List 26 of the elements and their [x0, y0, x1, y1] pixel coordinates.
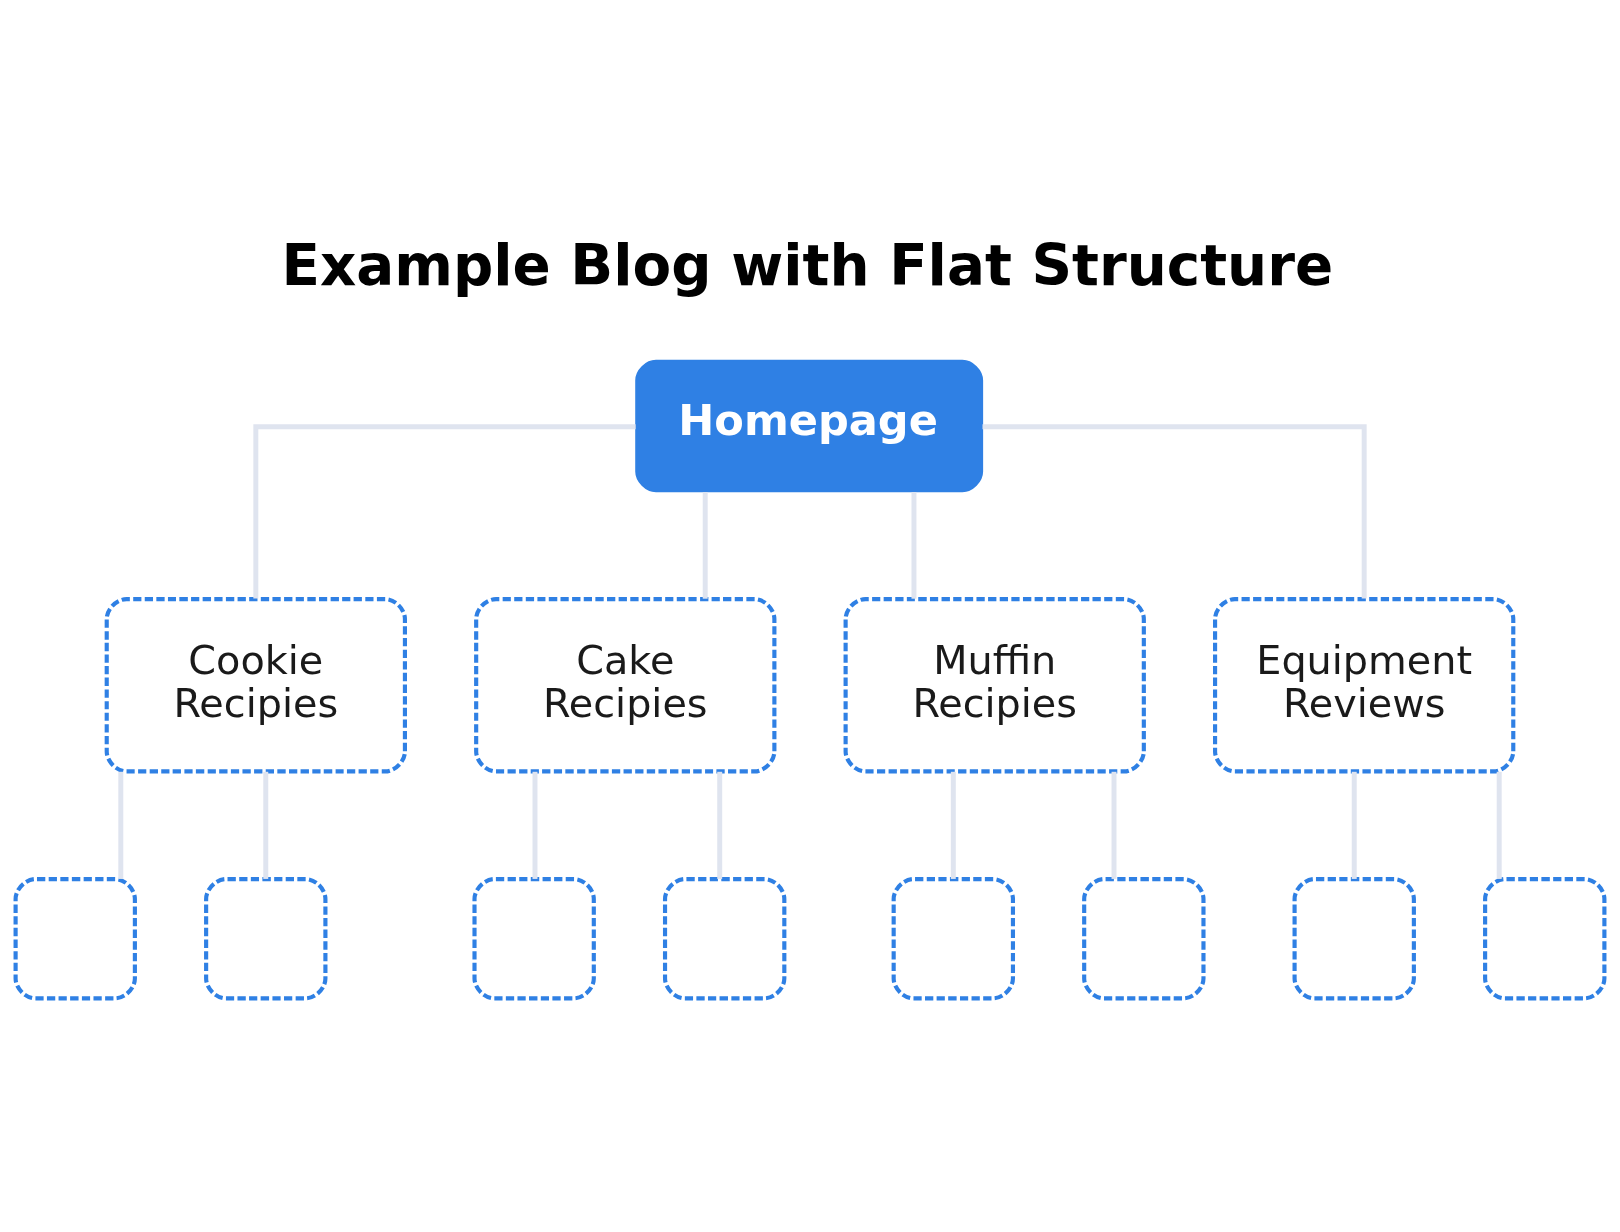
connector [118, 771, 124, 879]
diagram-title: Example Blog with Flat Structure [281, 232, 1334, 298]
connector [1351, 771, 1357, 879]
connector [950, 771, 956, 879]
connector [532, 771, 538, 879]
connector [1111, 771, 1117, 879]
node-box [1483, 876, 1607, 1000]
connector [717, 771, 723, 879]
node-box [1292, 876, 1416, 1000]
connector [263, 771, 269, 879]
node-box: Cake Recipies [474, 596, 777, 773]
node-box [472, 876, 596, 1000]
connector [1496, 771, 1502, 879]
node-box: Muffin Recipies [843, 596, 1146, 773]
node-box [891, 876, 1016, 1000]
connector [253, 423, 636, 598]
node-box [13, 876, 137, 1000]
node-box [1082, 876, 1206, 1000]
node-box [204, 876, 328, 1000]
node-box: Equipment Reviews [1213, 596, 1516, 773]
node-box [662, 876, 787, 1000]
connector [702, 491, 708, 599]
node-box: Homepage [635, 359, 984, 492]
connector [911, 491, 917, 599]
node-box: Cookie Recipies [104, 596, 407, 773]
connector [982, 423, 1367, 598]
